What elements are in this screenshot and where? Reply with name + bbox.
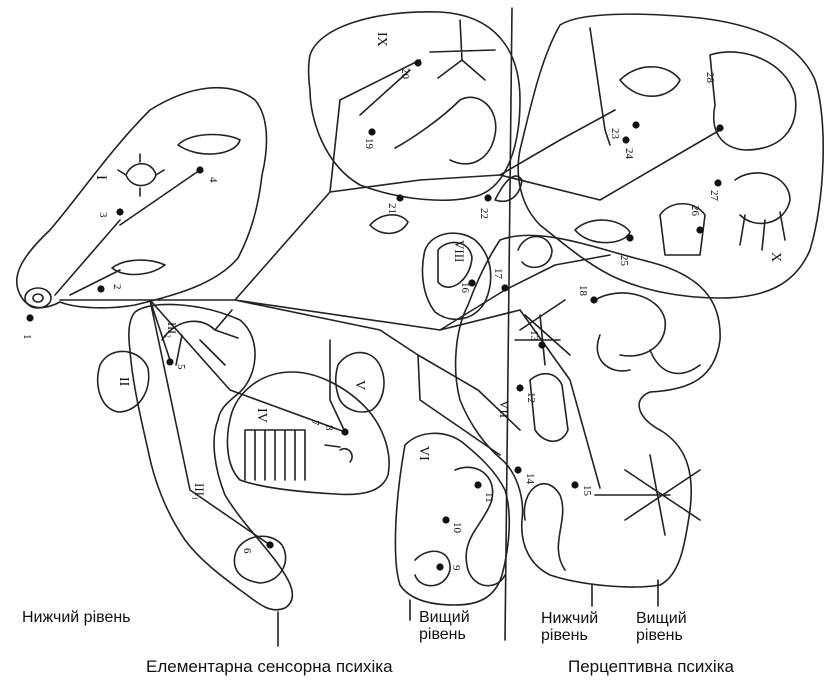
organism-number-3: 3 bbox=[97, 212, 109, 218]
organism-number-21: 21 bbox=[386, 203, 398, 214]
organism-number-12: 12 bbox=[525, 392, 537, 403]
group-label-IX: IX bbox=[374, 32, 389, 47]
group-label-IV: IV bbox=[254, 408, 269, 423]
organism-marker-3 bbox=[116, 208, 123, 215]
organism-marker-6 bbox=[266, 541, 273, 548]
organism-17-drawing bbox=[518, 237, 552, 268]
organism-number-28: 28 bbox=[704, 72, 716, 84]
organism-number-13: 13 bbox=[528, 330, 540, 342]
organism-marker-28 bbox=[716, 124, 723, 131]
organism-18-drawing bbox=[595, 293, 700, 373]
organism-15-drawing bbox=[595, 455, 700, 535]
organism-3-drawing bbox=[118, 154, 164, 196]
organism-number-20: 20 bbox=[399, 68, 411, 80]
group-label-II: II bbox=[116, 377, 131, 387]
organism-marker-4 bbox=[196, 166, 203, 173]
organism-4-drawing bbox=[178, 135, 240, 155]
organism-19-drawing bbox=[395, 97, 496, 163]
organism-number-16: 16 bbox=[459, 282, 471, 294]
organism-number-26: 26 bbox=[689, 205, 701, 217]
organism-12-drawing bbox=[530, 374, 568, 442]
organism-marker-23 bbox=[622, 136, 629, 143]
organism-marker-9 bbox=[436, 563, 443, 570]
organism-24-drawing bbox=[620, 67, 680, 96]
organism-number-1: 1 bbox=[21, 334, 33, 340]
organism-23-drawing bbox=[590, 28, 610, 145]
group-label-VI: VI bbox=[416, 446, 431, 461]
organism-number-23: 23 bbox=[609, 128, 621, 140]
organism-number-18: 18 bbox=[577, 285, 589, 297]
organism-marker-10 bbox=[442, 516, 449, 523]
organism-marker-13 bbox=[538, 341, 545, 348]
organism-marker-11 bbox=[474, 481, 481, 488]
pointer-1 bbox=[120, 170, 200, 225]
stage-label-elementary: Елементарна сенсорна психіка bbox=[146, 658, 393, 675]
level-label-lower-right: Нижчий рівень bbox=[541, 610, 621, 644]
group-label-V: V bbox=[352, 380, 367, 390]
group-outline-VI bbox=[395, 433, 509, 605]
organism-marker-12 bbox=[516, 384, 523, 391]
organism-2-drawing bbox=[112, 260, 165, 274]
organism-number-17: 17 bbox=[492, 268, 504, 280]
organism-marker-20 bbox=[414, 59, 421, 66]
organism-28-drawing bbox=[710, 52, 796, 150]
organism-marker-2 bbox=[97, 285, 104, 292]
organism-number-19: 19 bbox=[363, 138, 375, 150]
group-outline-IV bbox=[227, 372, 389, 494]
organism-13-drawing bbox=[515, 300, 570, 365]
organism-marker-26 bbox=[696, 226, 703, 233]
organism-number-4: 4 bbox=[207, 177, 219, 183]
organism-marker-21 bbox=[396, 194, 403, 201]
organism-7-drawing bbox=[245, 430, 305, 480]
organism-number-14: 14 bbox=[524, 473, 536, 485]
organism-marker-1 bbox=[26, 314, 33, 321]
organism-6-drawing bbox=[234, 536, 285, 583]
organism-marker-27 bbox=[714, 179, 721, 186]
stage-label-perceptual: Перцептивна психіка bbox=[568, 658, 734, 675]
organism-marker-25 bbox=[626, 234, 633, 241]
organism-marker-15 bbox=[571, 481, 578, 488]
level-label-lower-left: Нижчий рівень bbox=[22, 609, 131, 626]
organism-number-24: 24 bbox=[623, 148, 635, 160]
group-label-III1: III₁ bbox=[192, 483, 207, 501]
organism-number-5: 5 bbox=[175, 364, 187, 370]
group-label-VIII: VIII bbox=[452, 240, 467, 262]
group-label-I: I bbox=[93, 175, 109, 180]
organism-21-drawing bbox=[370, 215, 408, 234]
organism-number-9: 9 bbox=[450, 565, 462, 571]
organism-number-11: 11 bbox=[483, 492, 495, 503]
organism-20-drawing bbox=[430, 20, 495, 80]
level-label-higher-right: Вищий рівень bbox=[636, 610, 702, 644]
organism-marker-18 bbox=[590, 296, 597, 303]
organism-27-drawing bbox=[735, 173, 790, 250]
organism-number-6: 6 bbox=[241, 548, 253, 554]
organism-number-10: 10 bbox=[451, 522, 463, 534]
organism-1-drawing bbox=[25, 288, 51, 308]
organism-marker-5 bbox=[166, 358, 173, 365]
organism-number-22: 22 bbox=[478, 208, 490, 219]
group-label-III2: III₂ bbox=[165, 322, 179, 338]
organism-marker-19 bbox=[368, 128, 375, 135]
organism-marker-24 bbox=[632, 121, 639, 128]
organism-8-drawing bbox=[325, 445, 352, 462]
organism-number-8: 8 bbox=[323, 425, 335, 431]
organism-number-25: 25 bbox=[618, 255, 630, 267]
group-label-X: X bbox=[768, 252, 783, 262]
organism-marker-22 bbox=[484, 194, 491, 201]
organism-number-7: 7 bbox=[309, 420, 321, 426]
organism-25-drawing bbox=[575, 220, 630, 243]
organism-marker-14 bbox=[514, 466, 521, 473]
level-label-higher-left: Вищий рівень bbox=[419, 609, 481, 643]
organism-10-drawing bbox=[415, 551, 450, 585]
organism-number-27: 27 bbox=[708, 190, 720, 202]
organism-number-2: 2 bbox=[111, 284, 123, 290]
group-label-VII: VII bbox=[497, 400, 512, 418]
organism-number-15: 15 bbox=[581, 485, 593, 497]
organism-marker-17 bbox=[501, 284, 508, 291]
organism-marker-8 bbox=[341, 428, 348, 435]
